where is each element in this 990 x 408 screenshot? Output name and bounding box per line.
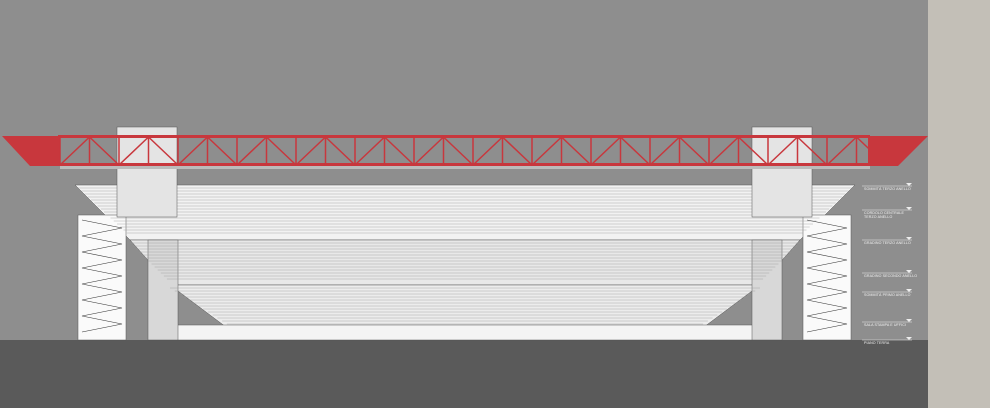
truss-diagonal bbox=[472, 136, 504, 166]
truss-diagonal bbox=[442, 136, 474, 166]
truss-diagonal bbox=[649, 136, 681, 166]
truss-diagonal bbox=[354, 136, 386, 166]
side-panel bbox=[928, 0, 990, 408]
truss-diagonal bbox=[708, 136, 740, 166]
level-label: SOMMITÀ TERZO ANELLO bbox=[864, 187, 911, 191]
truss-diagonal bbox=[324, 136, 356, 166]
truss-diagonal bbox=[295, 136, 327, 166]
level-marker-icon bbox=[906, 207, 912, 210]
truss-diagonal bbox=[88, 136, 120, 166]
level-marker-icon bbox=[906, 237, 912, 240]
level-marker-icon bbox=[906, 270, 912, 273]
truss-diagonal bbox=[59, 136, 91, 166]
truss-diagonal bbox=[531, 136, 563, 166]
truss-diagonal bbox=[560, 136, 592, 166]
stadium-section-drawing: SOMMITÀ TERZO ANELLO CORDOLO CENTRALETERZ… bbox=[0, 126, 928, 408]
ramp-zigzag bbox=[806, 219, 848, 333]
truss-diagonal bbox=[501, 136, 533, 166]
level-marker-icon bbox=[906, 289, 912, 292]
truss-diagonal bbox=[383, 136, 415, 166]
truss-left-end bbox=[2, 136, 60, 166]
level-label: SOMMITÀ PRIMO ANELLO bbox=[864, 293, 911, 297]
level-label: GRADINO SECONDO ANELLO bbox=[864, 274, 917, 278]
left-ramp-tower bbox=[77, 214, 127, 341]
truss-bottom-chord bbox=[58, 163, 870, 166]
third-ring bbox=[74, 184, 856, 241]
level-marker-icon bbox=[906, 319, 912, 322]
truss-diagonal bbox=[796, 136, 828, 166]
ramp-zigzag bbox=[81, 219, 123, 333]
first-ring bbox=[169, 284, 761, 331]
level-marker-icon bbox=[906, 183, 912, 186]
truss-diagonal bbox=[206, 136, 238, 166]
roof-deck bbox=[60, 166, 870, 169]
truss-diagonal bbox=[678, 136, 710, 166]
truss-diagonal bbox=[826, 136, 858, 166]
truss-diagonal bbox=[265, 136, 297, 166]
ground bbox=[0, 340, 928, 408]
truss-diagonal bbox=[619, 136, 651, 166]
level-label: PIANO TERRA bbox=[864, 341, 890, 345]
level-marker-icon bbox=[906, 337, 912, 340]
pitch-level bbox=[174, 324, 756, 341]
level-label: CORDOLO CENTRALE bbox=[864, 211, 904, 215]
right-ramp-tower bbox=[802, 214, 852, 341]
roof-truss bbox=[2, 135, 928, 166]
right-column bbox=[751, 239, 783, 341]
left-column bbox=[147, 239, 179, 341]
truss-diagonal bbox=[147, 136, 179, 166]
left-tower bbox=[116, 126, 178, 218]
ramp-zigzags bbox=[81, 219, 848, 333]
truss-diagonal bbox=[118, 136, 150, 166]
truss-diagonal bbox=[177, 136, 209, 166]
seating-rows bbox=[78, 187, 852, 325]
truss-diagonal bbox=[737, 136, 769, 166]
level-label-line2: TERZO ANELLO bbox=[864, 215, 892, 219]
truss-right-end bbox=[868, 136, 928, 166]
stands bbox=[74, 184, 856, 341]
second-ring bbox=[129, 239, 801, 286]
level-label: GRADINO TERZO ANELLO bbox=[864, 241, 911, 245]
truss-diagonal bbox=[590, 136, 622, 166]
right-tower bbox=[751, 126, 813, 218]
level-markers: SOMMITÀ TERZO ANELLO CORDOLO CENTRALETERZ… bbox=[862, 183, 917, 345]
truss-diagonal bbox=[855, 136, 887, 166]
truss-top-chord bbox=[58, 135, 870, 138]
truss-diagonal bbox=[767, 136, 799, 166]
truss-diagonal bbox=[413, 136, 445, 166]
truss-diagonal bbox=[236, 136, 268, 166]
level-label: SALA STAMPA E UFFICI bbox=[864, 323, 906, 327]
towers bbox=[116, 126, 813, 218]
